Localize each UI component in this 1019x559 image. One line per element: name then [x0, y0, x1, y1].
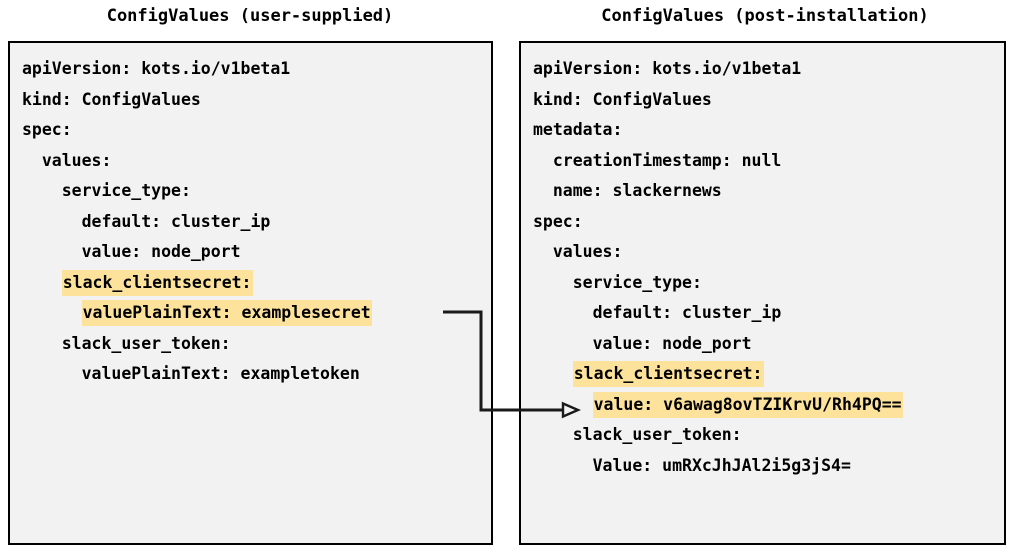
config-values-user-supplied-panel: ConfigValues (user-supplied) apiVersion:… — [0, 0, 500, 559]
code-line: default: cluster_ip — [533, 303, 782, 322]
code-line: value: v6awag8ovTZIKrvU/Rh4PQ== — [533, 390, 1004, 421]
code-line: kind: ConfigValues — [533, 89, 712, 109]
code-line: creationTimestamp: null — [533, 150, 782, 170]
code-line: value: node_port — [533, 333, 752, 353]
code-box-user-supplied: apiVersion: kots.io/v1beta1 kind: ConfigV… — [8, 41, 493, 545]
highlighted-token: slack_clientsecret: — [572, 361, 764, 387]
code-line: kind: ConfigValues — [22, 89, 201, 109]
code-line: apiVersion: kots.io/v1beta1 — [533, 59, 802, 78]
code-line: spec: — [22, 120, 72, 139]
code-line: service_type: — [22, 181, 191, 200]
code-line: slack_user_token: — [533, 425, 742, 444]
highlighted-token: value: v6awag8ovTZIKrvU/Rh4PQ== — [592, 391, 903, 418]
panel-title-post-installation: ConfigValues (post-installation) — [601, 6, 929, 26]
code-line: Value: umRXcJhJAl2i5g3jS4= — [533, 455, 851, 475]
code-box-post-installation: apiVersion: kots.io/v1beta1 kind: ConfigV… — [519, 41, 1006, 545]
code-line: values: — [22, 150, 112, 170]
highlighted-token: slack_clientsecret: — [61, 269, 253, 296]
code-lines-post-installation: apiVersion: kots.io/v1beta1 kind: ConfigV… — [533, 54, 1004, 481]
code-line: slack_clientsecret: — [22, 268, 491, 299]
highlighted-token: valuePlainText: examplesecret — [81, 300, 372, 326]
panel-title-user-supplied: ConfigValues (user-supplied) — [106, 6, 394, 26]
code-line: slack_user_token: — [22, 333, 231, 353]
code-line: service_type: — [533, 272, 702, 292]
config-values-post-installation-panel: ConfigValues (post-installation) apiVers… — [511, 0, 1019, 559]
code-line: apiVersion: kots.io/v1beta1 — [22, 59, 291, 78]
code-line: spec: — [533, 211, 583, 231]
code-line: metadata: — [533, 120, 623, 139]
code-line: valuePlainText: exampletoken — [22, 364, 360, 383]
code-line: default: cluster_ip — [22, 211, 271, 231]
code-line: slack_clientsecret: — [533, 359, 1004, 390]
code-line: valuePlainText: examplesecret — [22, 298, 491, 329]
code-line: name: slackernews — [533, 181, 722, 200]
code-lines-user-supplied: apiVersion: kots.io/v1beta1 kind: ConfigV… — [22, 54, 491, 390]
code-line: value: node_port — [22, 242, 241, 261]
code-line: values: — [533, 242, 623, 261]
